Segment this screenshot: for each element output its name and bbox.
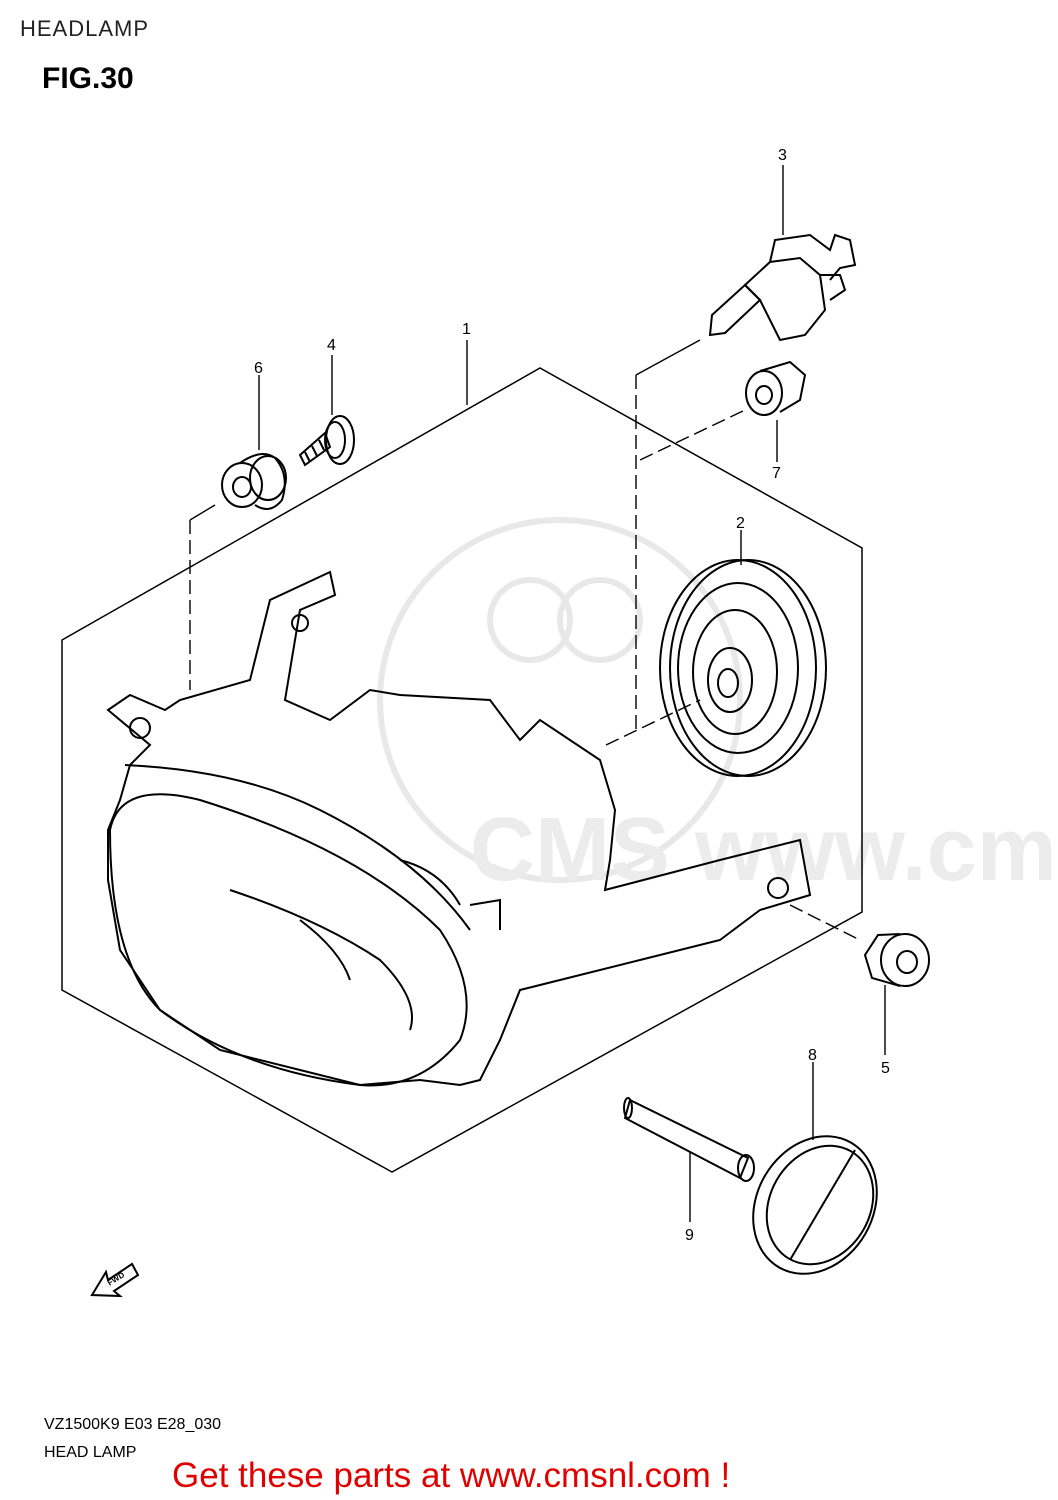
cta-link[interactable]: Get these parts at www.cmsnl.com ! bbox=[172, 1456, 731, 1495]
callout-2: 2 bbox=[736, 515, 745, 532]
stud-bolt-part-9 bbox=[623, 1097, 755, 1182]
headlamp-housing-part-1 bbox=[106, 570, 812, 1087]
assembly-outline bbox=[61, 367, 863, 1173]
fwd-arrow-icon: FWD bbox=[90, 1262, 140, 1298]
diagram-subtitle: HEAD LAMP bbox=[44, 1444, 137, 1461]
leader-lines bbox=[189, 165, 886, 1222]
reflector-part-8 bbox=[752, 1135, 878, 1275]
callout-9: 9 bbox=[685, 1227, 694, 1244]
callout-7: 7 bbox=[772, 465, 781, 482]
grommet-part-5 bbox=[863, 933, 930, 987]
callout-4: 4 bbox=[327, 337, 336, 354]
diagram-code: VZ1500K9 E03 E28_030 bbox=[44, 1416, 222, 1433]
reflector-part-2 bbox=[659, 559, 827, 777]
page-header: HEADLAMP bbox=[20, 16, 150, 41]
cms-watermark: CMS www.cmsnl.com bbox=[377, 517, 1058, 900]
callout-3: 3 bbox=[778, 147, 787, 164]
callout-5: 5 bbox=[881, 1060, 890, 1077]
figure-title: FIG.30 bbox=[42, 62, 134, 95]
callout-1: 1 bbox=[462, 321, 471, 338]
callout-6: 6 bbox=[254, 360, 263, 377]
grommet-part-7 bbox=[745, 360, 807, 416]
callout-8: 8 bbox=[808, 1047, 817, 1064]
bulb-part-3 bbox=[708, 233, 857, 342]
grommet-part-6 bbox=[221, 453, 287, 510]
screw-part-4 bbox=[298, 415, 355, 467]
